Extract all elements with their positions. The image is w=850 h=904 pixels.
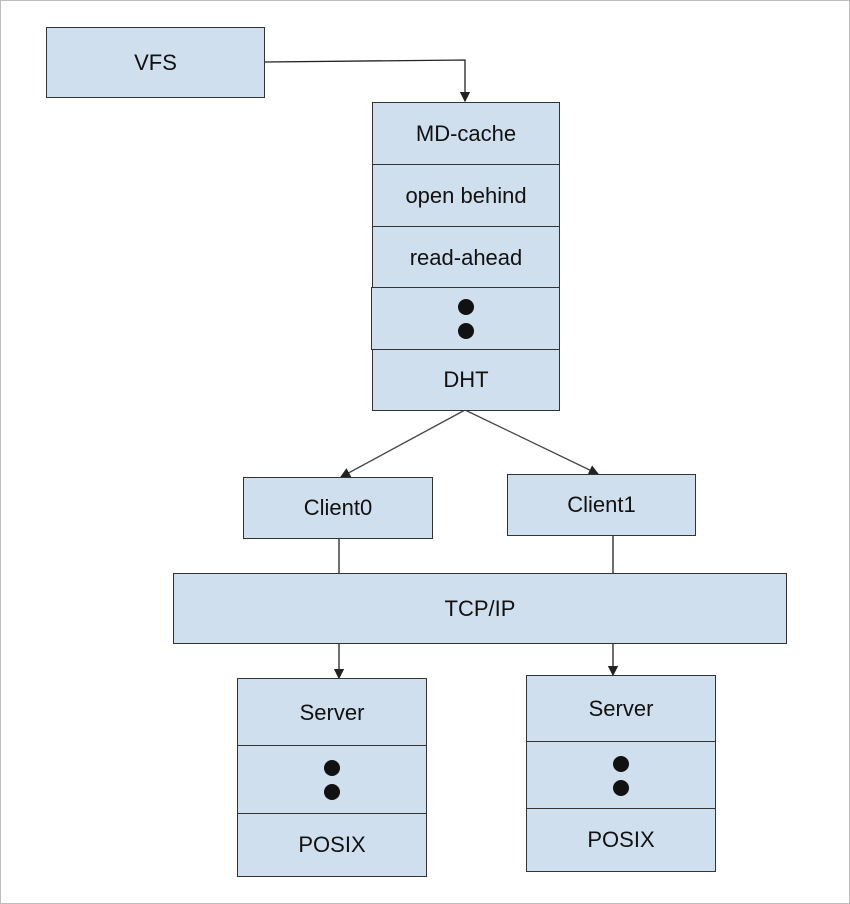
server0-ellipsis [237,745,427,815]
md-cache-layer: MD-cache [372,102,560,165]
edge-vfs-mdcache [264,59,471,103]
dot-icon [613,755,629,772]
ellipsis-layer [371,287,560,350]
dot-icon [457,322,474,339]
open-behind-layer: open behind [372,164,560,227]
server1-ellipsis [526,741,716,810]
edge-dht-client0 [339,409,466,478]
server0-posix: POSIX [237,813,427,877]
client1-box: Client1 [507,474,696,536]
client0-box: Client0 [243,477,433,539]
dot-icon [324,760,340,776]
read-ahead-layer: read-ahead [372,226,560,289]
server1-top: Server [526,675,716,743]
dot-icon [324,784,340,800]
dht-layer: DHT [372,349,560,411]
dot-icon [457,298,474,315]
dot-icon [613,779,629,796]
server0-top: Server [237,678,427,747]
edge-dht-client1 [464,409,600,475]
vfs-box: VFS [46,27,265,98]
tcp-ip-box: TCP/IP [173,573,787,644]
server1-posix: POSIX [526,808,716,872]
